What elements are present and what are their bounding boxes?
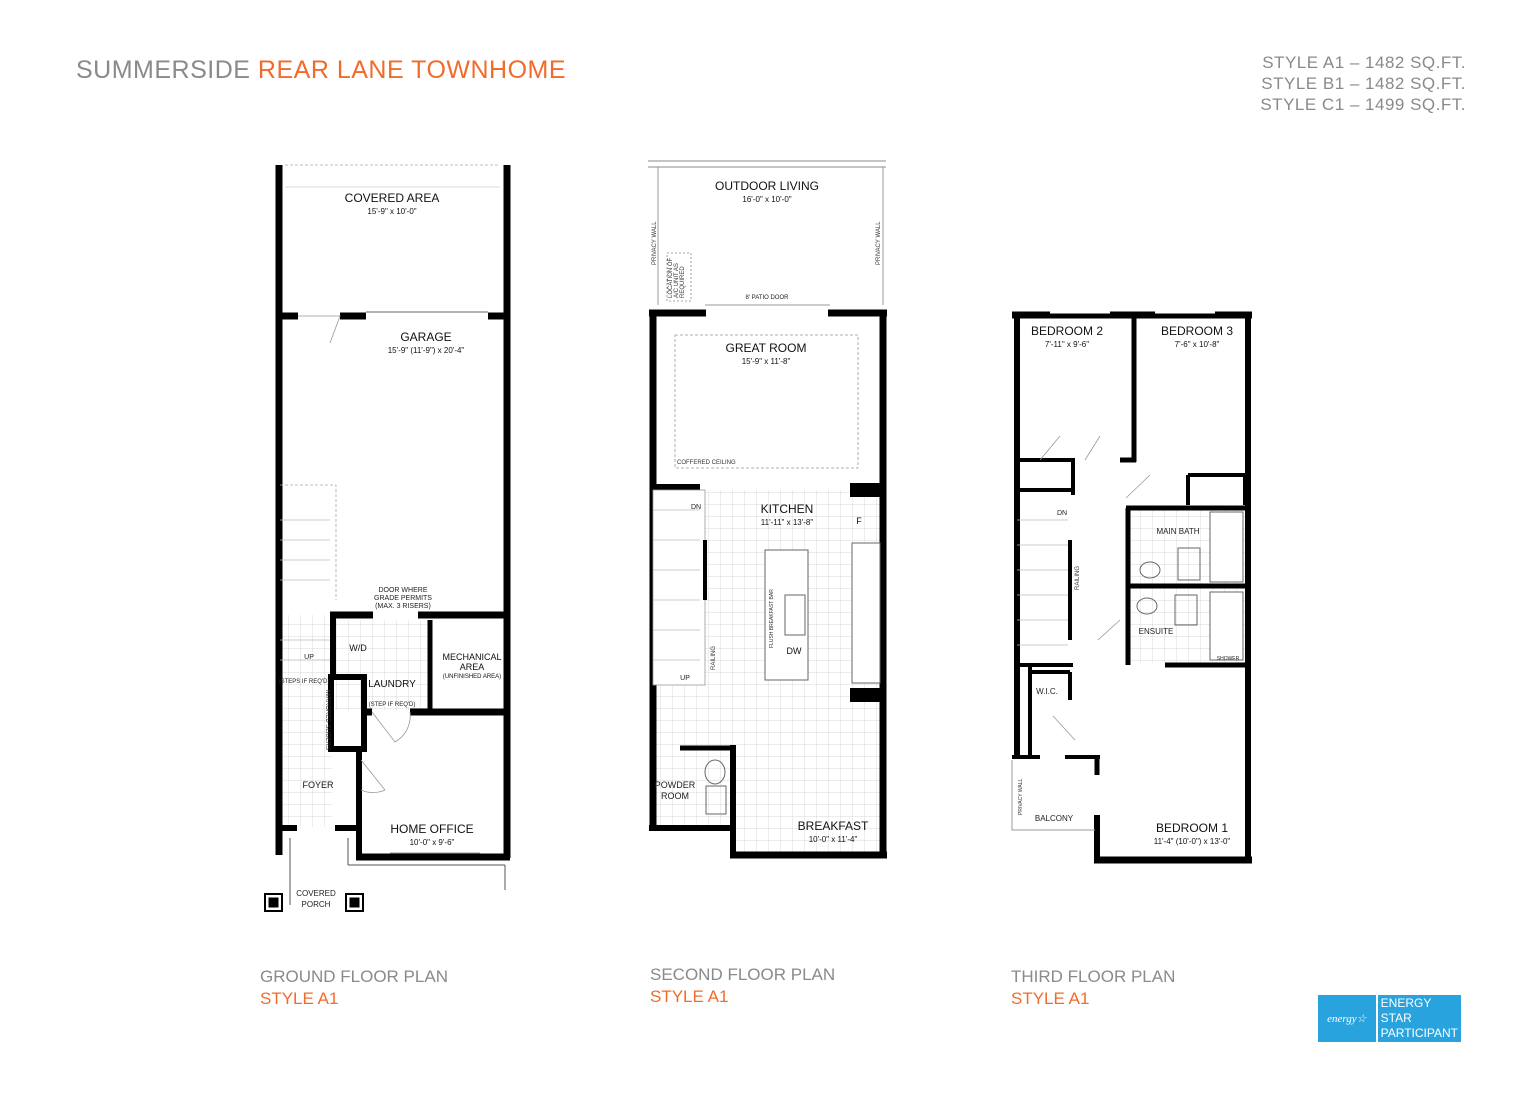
style-areas: STYLE A1 – 1482 SQ.FT. STYLE B1 – 1482 S…	[1260, 52, 1466, 115]
wd-label: W/D	[349, 643, 367, 653]
coffered-ceiling-note: COFFERED CEILING	[677, 460, 736, 466]
dishwasher-label: DW	[786, 646, 802, 656]
privacy-wall-label-3: PRIVACY WALL	[1018, 778, 1024, 815]
dn-label-3: DN	[1056, 510, 1068, 517]
up-label-2: UP	[680, 675, 690, 682]
steps-note: (STEPS IF REQ'D)	[278, 679, 330, 685]
second-floor-walls	[648, 160, 887, 859]
energy-star-icon: energy☆	[1318, 995, 1378, 1042]
railing-label-3: RAILING	[1075, 565, 1081, 590]
up-label: UP	[304, 654, 314, 661]
balcony-label: BALCONY	[1034, 814, 1074, 823]
style-b1-area: STYLE B1 – 1482 SQ.FT.	[1261, 74, 1466, 93]
main-bath-label: MAIN BATH	[1156, 527, 1200, 536]
ensuite-label: ENSUITE	[1138, 627, 1174, 636]
privacy-wall-left-label: PRIVACY WALL	[652, 221, 658, 265]
laundry-label: LAUNDRY	[368, 679, 416, 690]
step-note: (STEP IF REQ'D)	[368, 702, 416, 708]
third-floor-walls	[1011, 310, 1252, 864]
privacy-wall-right-label: PRIVACY WALL	[876, 221, 882, 265]
wic-label: W.I.C.	[1036, 687, 1058, 696]
ground-floor-walls	[264, 164, 511, 912]
foyer-label: FOYER	[302, 780, 334, 790]
patio-door-label: 8' PATIO DOOR	[745, 295, 789, 301]
fridge-label: F	[856, 516, 862, 526]
dn-label: DN	[690, 504, 702, 511]
breakfast-bar-label: FLUSH BREAKFAST BAR	[769, 589, 775, 648]
railing-label: RAILING	[711, 645, 717, 670]
style-a1-area: STYLE A1 – 1482 SQ.FT.	[1262, 53, 1466, 72]
page-title: SUMMERSIDE REAR LANE TOWNHOME	[76, 56, 566, 85]
style-c1-area: STYLE C1 – 1499 SQ.FT.	[1260, 95, 1466, 114]
mirrored-sliders-label: MIRRORED SLIDERS	[324, 690, 330, 751]
mechanical-area-label: MECHANICAL AREA(UNFINISHED AREA)	[442, 652, 502, 680]
shower-label: SHOWER	[1216, 656, 1240, 662]
title-prefix: SUMMERSIDE	[76, 56, 251, 84]
title-accent: REAR LANE TOWNHOME	[257, 56, 567, 84]
